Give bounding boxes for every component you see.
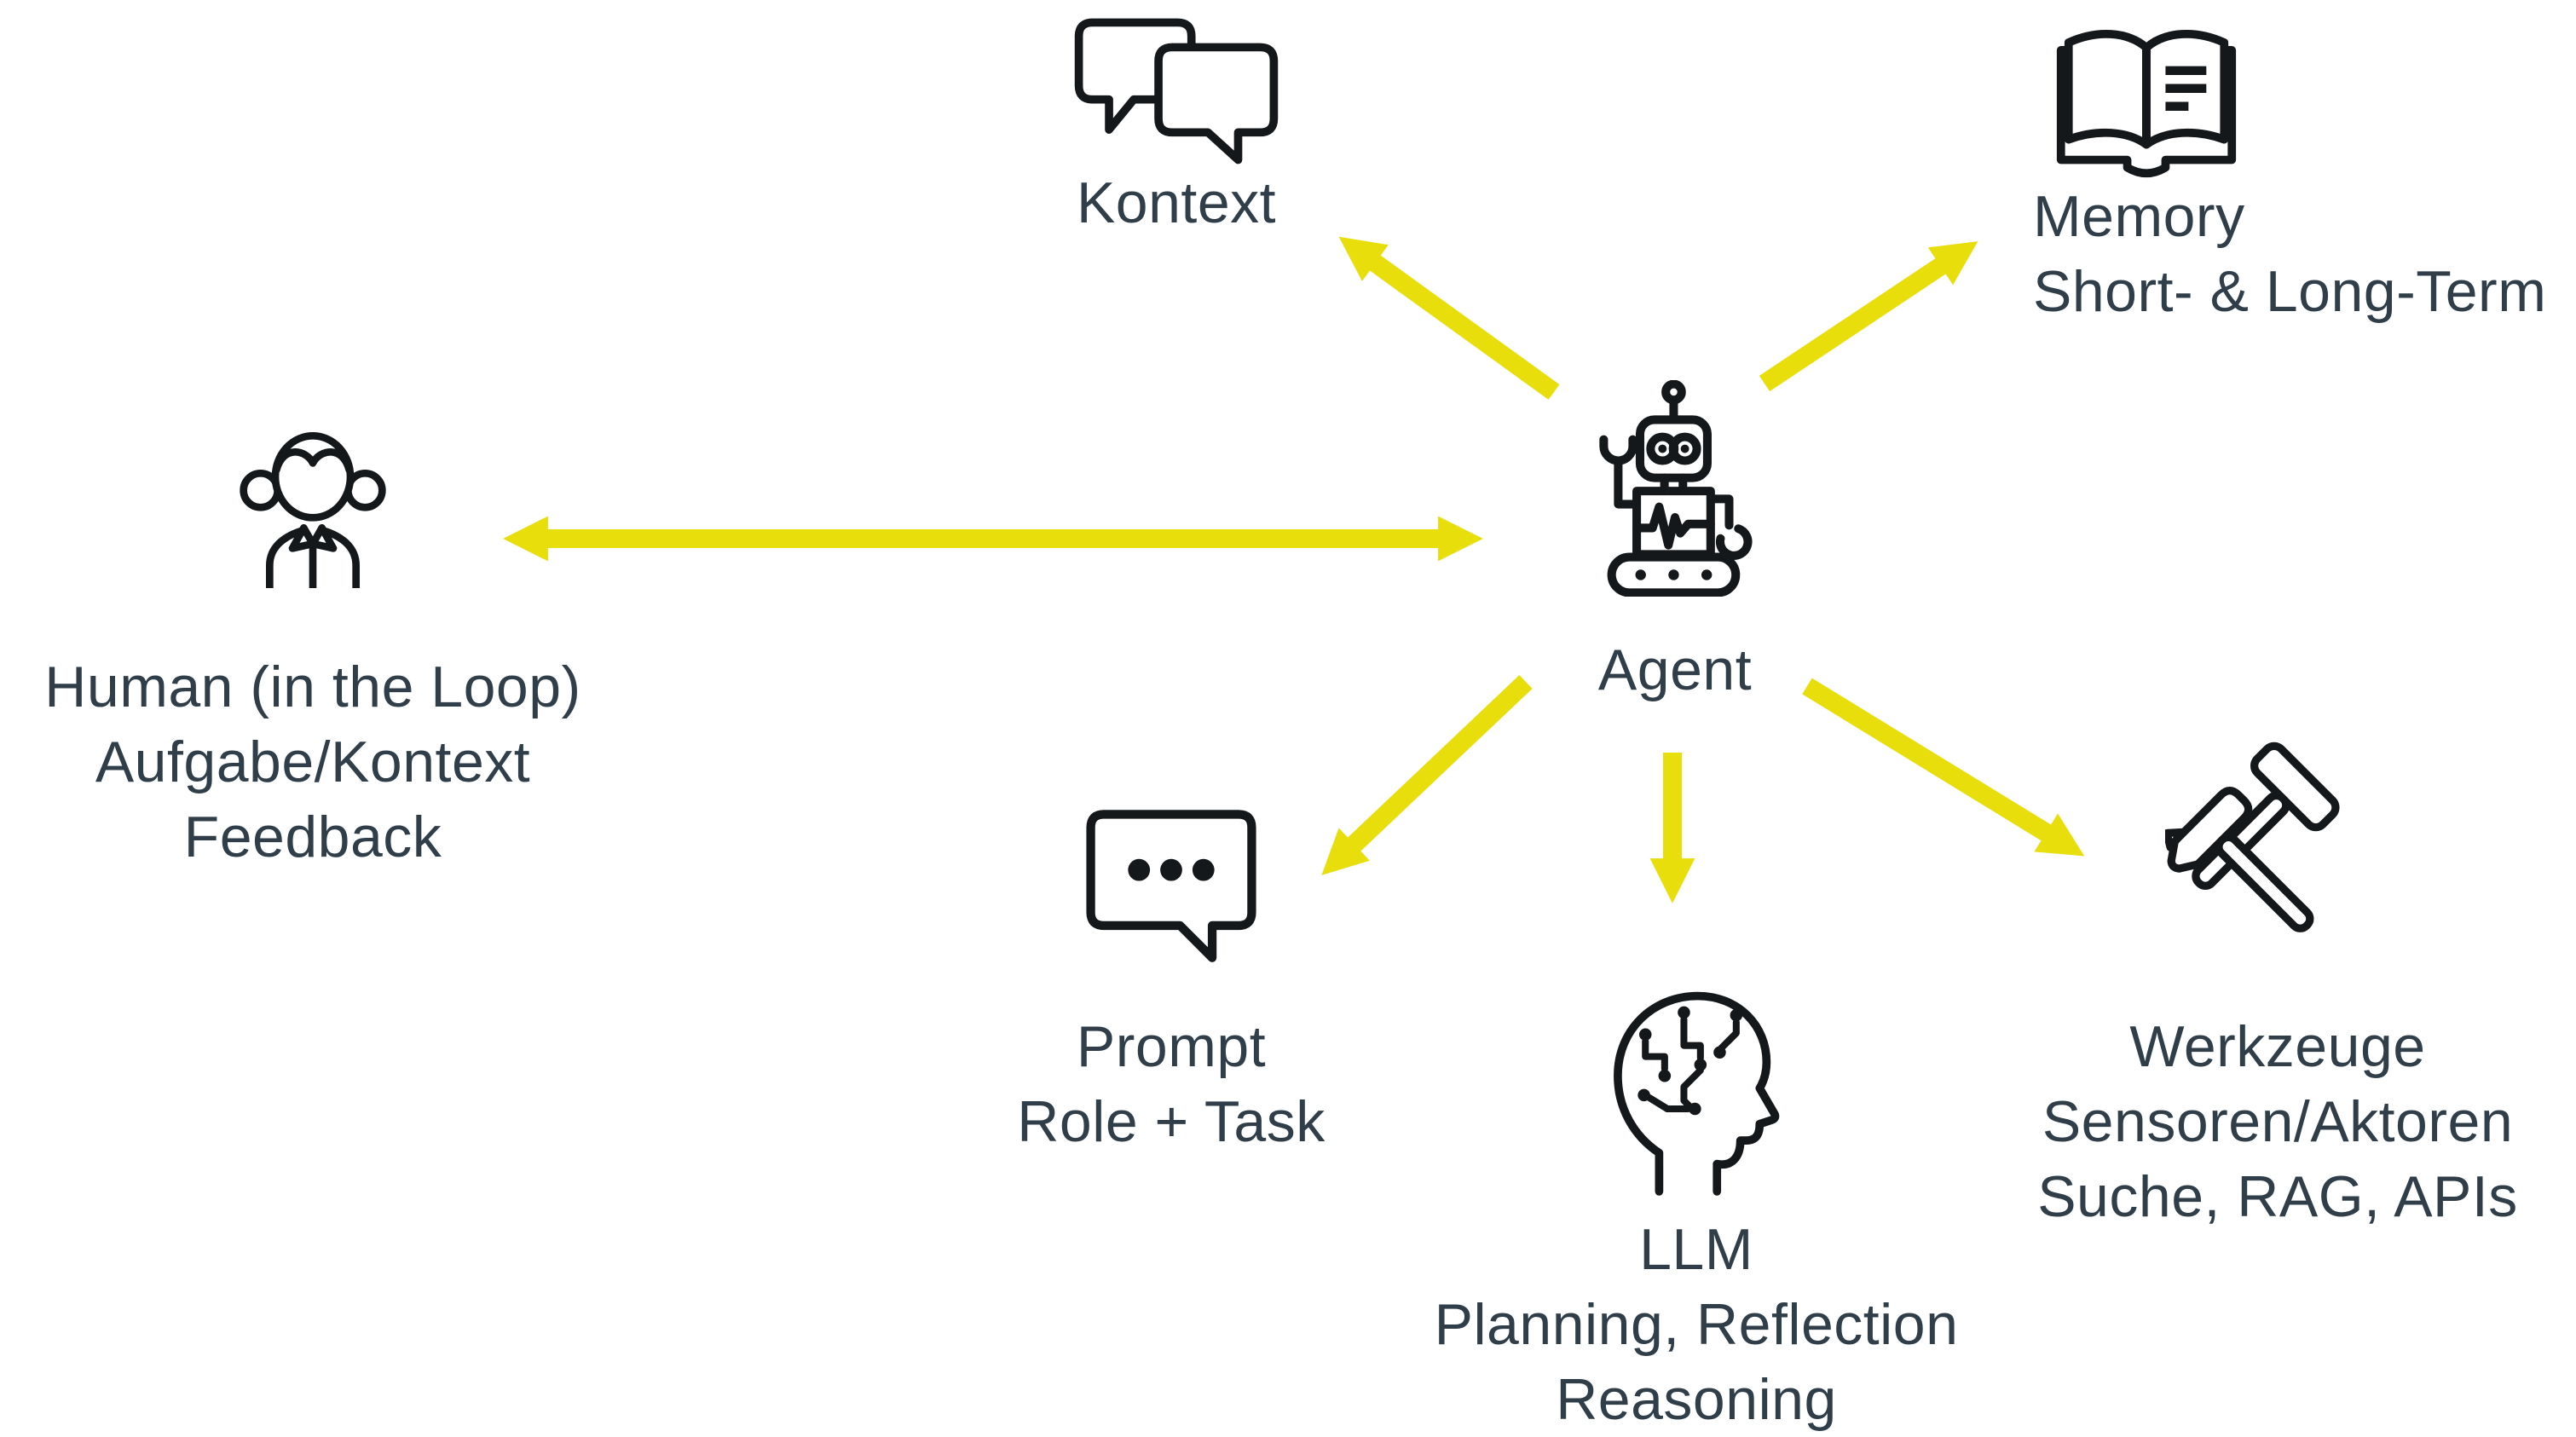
human-label-line: Human (in the Loop)	[44, 655, 581, 719]
human-label: Human (in the Loop) Aufgabe/Kontext Feed…	[44, 649, 580, 874]
human-label-line: Feedback	[183, 805, 442, 869]
prompt-label-line: Prompt	[1076, 1014, 1267, 1079]
node-llm: LLM Planning, Reflection Reasoning	[1435, 982, 1958, 1437]
memory-label: Memory Short- & Long-Term	[2033, 179, 2546, 329]
memory-label-line: Memory	[2033, 184, 2245, 249]
node-tools: Werkzeuge Sensoren/Aktoren Suche, RAG, A…	[1996, 736, 2559, 1234]
kontext-label-line: Kontext	[1076, 170, 1277, 235]
tools-label: Werkzeuge Sensoren/Aktoren Suche, RAG, A…	[2037, 1009, 2518, 1234]
agent-label: Agent	[1598, 632, 1752, 707]
agent-label-line: Agent	[1597, 638, 1753, 702]
tools-label-line: Sensoren/Aktoren	[2042, 1089, 2514, 1154]
llm-label-line: Reasoning	[1556, 1367, 1837, 1432]
human-label-line: Aufgabe/Kontext	[95, 730, 531, 794]
memory-label-line: Short- & Long-Term	[2033, 259, 2547, 324]
speech-bubbles-icon	[1074, 18, 1279, 164]
node-kontext: Kontext	[963, 17, 1389, 240]
tools-label-line: Werkzeuge	[2129, 1014, 2426, 1079]
prompt-label-line: Role + Task	[1017, 1089, 1326, 1154]
arrow-agent-memory	[1759, 241, 1978, 392]
llm-label: LLM Planning, Reflection Reasoning	[1435, 1212, 1959, 1437]
speech-bubble-dots-icon	[1086, 810, 1256, 962]
node-prompt: Prompt Role + Task	[958, 806, 1384, 1159]
robot-icon	[1599, 380, 1753, 597]
head-circuit-icon	[1614, 991, 1780, 1196]
kontext-label: Kontext	[1077, 165, 1276, 240]
arrow-agent-kontext	[1338, 236, 1560, 400]
open-book-icon	[2056, 29, 2237, 178]
tools-label-line: Suche, RAG, APIs	[2037, 1164, 2518, 1229]
node-human: Human (in the Loop) Aufgabe/Kontext Feed…	[40, 418, 586, 874]
prompt-label: Prompt Role + Task	[1017, 1009, 1325, 1159]
arrow-agent-tools	[1802, 678, 2085, 857]
person-pigtails-icon	[240, 432, 386, 588]
node-agent: Agent	[1462, 380, 1888, 707]
arrow-agent-prompt	[1321, 675, 1533, 875]
node-memory: Memory Short- & Long-Term	[2033, 12, 2570, 329]
llm-label-line: Planning, Reflection	[1434, 1292, 1959, 1357]
crossed-hammers-icon	[2165, 742, 2340, 932]
llm-label-line: LLM	[1639, 1217, 1753, 1282]
